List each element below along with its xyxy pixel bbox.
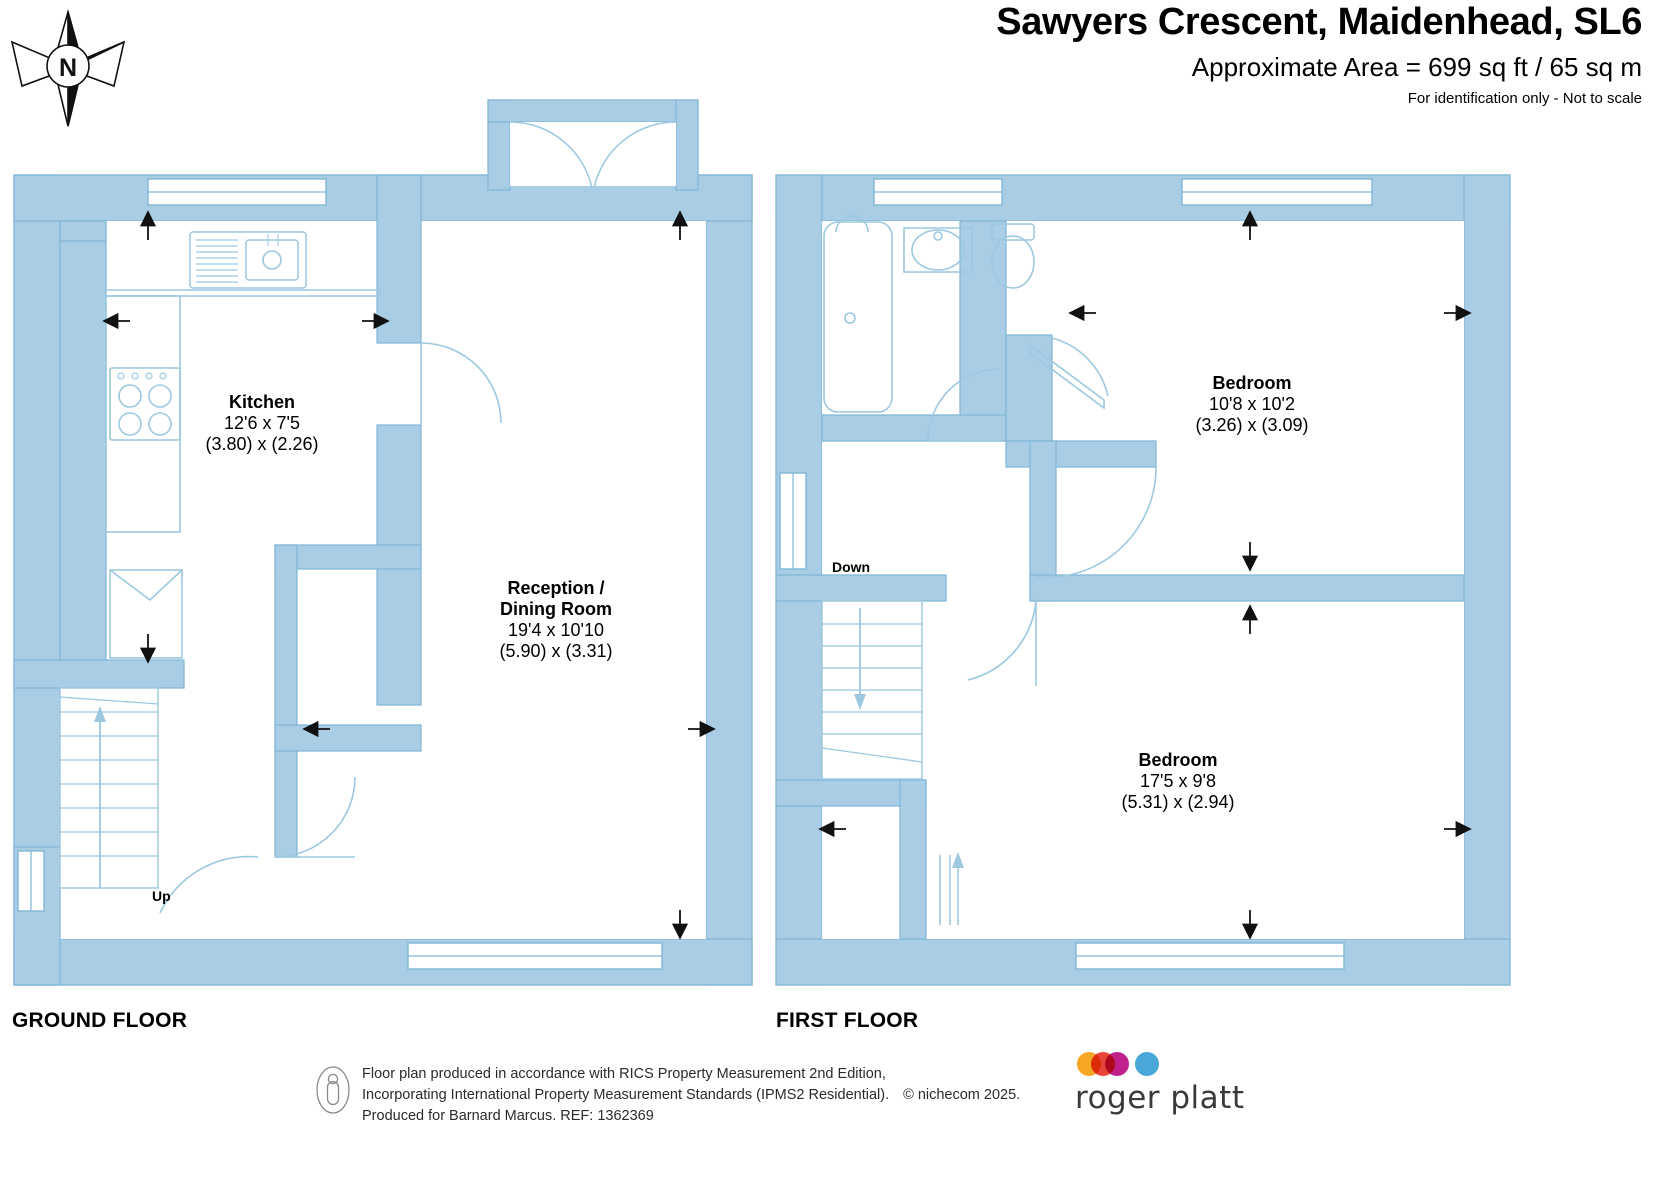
person-icon xyxy=(316,1066,350,1114)
room-name-line2: Dining Room xyxy=(500,599,612,619)
footer: Floor plan produced in accordance with R… xyxy=(310,1060,1070,1140)
floor-caption-ground: GROUND FLOOR xyxy=(12,1009,188,1032)
brand-dot-4 xyxy=(1135,1052,1159,1076)
dimension-arrows-first xyxy=(818,210,1472,940)
footer-line-2-wrap: Incorporating International Property Mea… xyxy=(362,1085,1020,1106)
room-label-bedroom-2: Bedroom 17'5 x 9'8 (5.31) x (2.94) xyxy=(1078,750,1278,813)
first-staircase xyxy=(821,600,923,780)
room-metric: (3.80) x (2.26) xyxy=(205,434,319,454)
header: Sawyers Crescent, Maidenhead, SL6 Approx… xyxy=(842,0,1642,109)
compass-north-label: N xyxy=(59,54,77,82)
room-label-kitchen: Kitchen 12'6 x 7'5 (3.80) x (2.26) xyxy=(162,392,362,455)
room-name: Bedroom xyxy=(1212,373,1292,393)
footer-line-2: Incorporating International Property Mea… xyxy=(362,1087,890,1103)
footer-line-3: Produced for Barnard Marcus. REF: 136236… xyxy=(362,1108,654,1124)
compass-icon: N xyxy=(10,9,126,127)
room-label-reception-dining: Reception / Dining Room 19'4 x 10'10 (5.… xyxy=(456,578,656,662)
ground-floor-walls xyxy=(13,99,753,986)
room-name-line1: Reception / xyxy=(507,578,605,598)
brand-dots xyxy=(1077,1052,1315,1078)
kitchen-fixtures xyxy=(105,231,381,659)
room-metric: (3.26) x (3.09) xyxy=(1195,415,1309,435)
brand-dot-3 xyxy=(1105,1052,1129,1076)
scale-disclaimer: For identification only - Not to scale xyxy=(1407,90,1642,107)
stair-label-down: Down xyxy=(832,559,871,575)
bathroom-fixtures xyxy=(823,215,1035,413)
brand-logo: roger platt xyxy=(1075,1052,1315,1132)
room-metric: (5.31) x (2.94) xyxy=(1121,792,1235,812)
footer-text-block: Floor plan produced in accordance with R… xyxy=(362,1064,1020,1127)
compass-rose: N xyxy=(8,6,128,131)
room-imperial: 17'5 x 9'8 xyxy=(1140,771,1216,791)
approximate-area: Approximate Area = 699 sq ft / 65 sq m xyxy=(1191,52,1642,82)
first-floor-walls xyxy=(775,174,1511,986)
brand-name: roger platt xyxy=(1075,1080,1245,1116)
room-name: Kitchen xyxy=(228,392,295,412)
footer-copyright: © nichecom 2025. xyxy=(903,1087,1021,1103)
footer-line-1: Floor plan produced in accordance with R… xyxy=(362,1066,886,1082)
room-name: Bedroom xyxy=(1138,750,1218,770)
floor-caption-first: FIRST FLOOR xyxy=(776,1009,919,1032)
room-imperial: 10'8 x 10'2 xyxy=(1209,394,1295,414)
room-imperial: 12'6 x 7'5 xyxy=(224,413,300,433)
room-metric: (5.90) x (3.31) xyxy=(499,641,613,661)
room-label-bedroom-1: Bedroom 10'8 x 10'2 (3.26) x (3.09) xyxy=(1152,373,1352,436)
dimension-arrows-ground xyxy=(102,210,716,940)
stair-label-up: Up xyxy=(152,888,171,904)
page-title: Sawyers Crescent, Maidenhead, SL6 xyxy=(996,1,1642,43)
room-imperial: 19'4 x 10'10 xyxy=(508,620,604,640)
ground-staircase xyxy=(59,687,159,889)
